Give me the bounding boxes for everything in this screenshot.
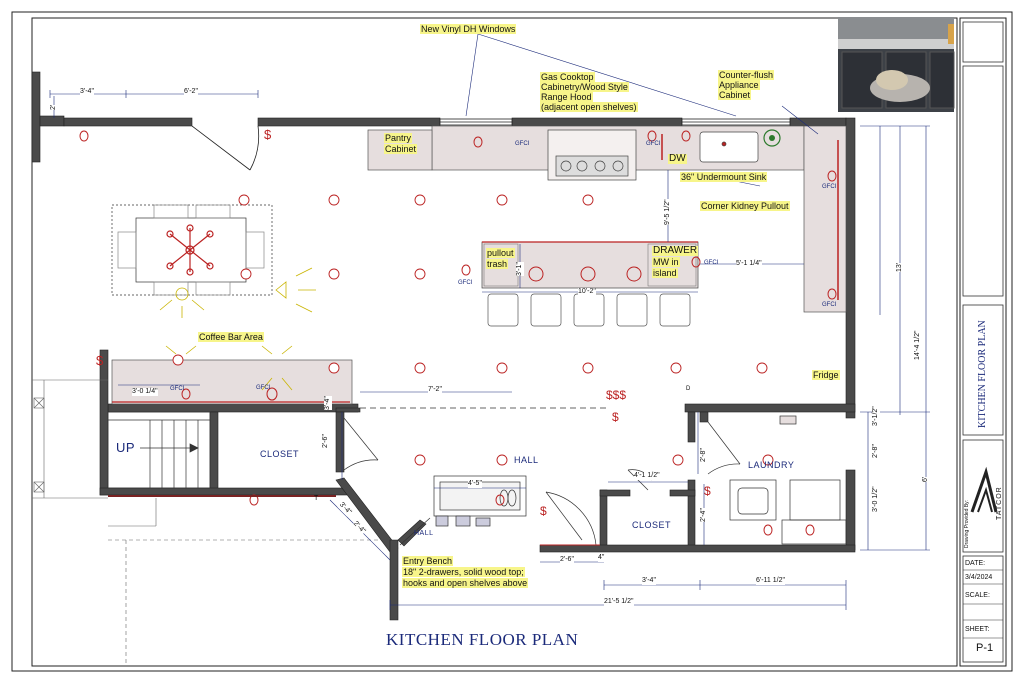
switch-icon-1: $ xyxy=(264,127,272,142)
room-hall: HALL xyxy=(514,455,539,465)
callout-entry-2: 18" 2-drawers, solid wood top; xyxy=(402,567,525,577)
callout-appliance-1: Counter-flush xyxy=(718,70,775,80)
dim-7-2: 7'-2" xyxy=(428,386,442,394)
gfci-label-2: GFCI xyxy=(646,141,661,147)
switch-icon-2: $ xyxy=(96,353,104,368)
gfci-label-3: GFCI xyxy=(822,184,837,190)
gfci-label-1: GFCI xyxy=(515,141,530,147)
callout-cooktop-1: Gas Cooktop xyxy=(540,72,595,82)
title-block-frame xyxy=(959,17,1007,667)
title-block-provided-by: Drawing Provided By: xyxy=(964,499,970,548)
gfci-label-8: GFCI xyxy=(256,385,271,391)
dim-2-8-a: 2'-8" xyxy=(872,444,880,458)
switch-icon-5: $ xyxy=(540,504,547,518)
switch-icon-3: $ xyxy=(612,410,619,424)
dim-3-1-2: 3'-1/2" xyxy=(872,406,880,426)
callout-sink: 36" Undermount Sink xyxy=(680,172,768,182)
plan-title: KITCHEN FLOOR PLAN xyxy=(386,630,579,649)
gfci-label-7: GFCI xyxy=(170,386,185,392)
date-label: DATE: xyxy=(965,560,986,567)
triple-switch-icon: $$$ xyxy=(606,388,627,402)
dim-14-4: 14'-4 1/2" xyxy=(914,330,922,360)
date-value: 3/4/2024 xyxy=(965,574,993,581)
callout-entry-3: hooks and open shelves above xyxy=(402,578,529,588)
callout-cooktop-3: Range Hood xyxy=(540,92,593,102)
dim-6: 6' xyxy=(922,476,930,482)
dim-9-5: 9'-5 1/2" xyxy=(664,199,672,225)
callout-cooktop-4: (adjacent open shelves) xyxy=(540,102,638,112)
undermount-sink xyxy=(699,131,759,163)
dim-4-5: 4'-5" xyxy=(468,480,482,488)
door-swings[interactable] xyxy=(343,417,741,546)
windows xyxy=(439,118,791,126)
dim-2-6: 2'-6" xyxy=(322,434,330,448)
stairs xyxy=(107,411,211,489)
callout-appliance-3: Cabinet xyxy=(718,90,752,100)
dim-4: 4" xyxy=(598,554,605,562)
dim-4-1: 4'-1 1/2" xyxy=(634,472,660,480)
stair-up-label: UP xyxy=(116,440,136,455)
title-block-sheet-title: KITCHEN FLOOR PLAN xyxy=(977,320,988,428)
plant-icon xyxy=(763,129,781,147)
dim-3-0-2: 3'-0 1/2" xyxy=(872,486,880,512)
sheet-value: P-1 xyxy=(976,642,994,654)
room-laundry: LAUNDRY xyxy=(748,460,795,470)
callout-pantry-1: Pantry xyxy=(384,133,413,143)
room-hall-small: HALL xyxy=(414,530,434,537)
callout-kidney: Corner Kidney Pullout xyxy=(700,201,790,211)
chandelier-icon xyxy=(166,224,214,276)
dim-3-4-b: 3'-4" xyxy=(642,577,656,585)
switch-icon-4: $ xyxy=(704,484,711,498)
callout-drawer-1: DRAWER xyxy=(652,245,699,256)
callout-drawer-3: island xyxy=(652,268,678,278)
callout-entry-1: Entry Bench xyxy=(402,556,454,566)
laundry-machines xyxy=(729,415,847,545)
dim-13: 13' xyxy=(896,262,904,272)
d-label: D xyxy=(686,386,691,392)
dim-21-5: 21'-5 1/2" xyxy=(604,598,634,606)
gfci-label-4: GFCI xyxy=(822,302,837,308)
callout-fridge: Fridge xyxy=(812,370,840,380)
callout-coffee: Coffee Bar Area xyxy=(198,332,264,342)
room-closet-1: CLOSET xyxy=(260,449,300,459)
scale-label: SCALE: xyxy=(965,592,990,599)
outlets xyxy=(79,130,837,536)
exterior-door[interactable] xyxy=(191,125,259,171)
dim-2-8-c: 2'-8" xyxy=(700,448,708,462)
dim-10-2: 10'-2" xyxy=(578,288,596,296)
dim-3-1: 3'-1" xyxy=(516,262,524,276)
dim-2: 2' xyxy=(50,104,58,110)
t-label: T xyxy=(314,495,319,502)
callout-pullout-2: trash xyxy=(486,259,509,269)
callout-dw: DW xyxy=(668,153,687,164)
dim-2-6-b: 2'-6" xyxy=(560,556,574,564)
dim-3-4-c: 3'-4" xyxy=(324,396,332,410)
dining-table xyxy=(111,204,273,296)
callout-appliance-2: Appliance xyxy=(718,80,760,90)
callout-pantry-2: Cabinet xyxy=(384,144,418,154)
sheet-label: SHEET: xyxy=(965,626,990,633)
dim-2-4-a: 2'-4" xyxy=(700,508,708,522)
reference-photo xyxy=(838,17,955,112)
callout-drawer-2: MW in xyxy=(652,257,680,267)
room-closet-2: CLOSET xyxy=(632,520,672,530)
dim-3-4: 3'-4" xyxy=(80,88,94,96)
title-block-company: TATCOR xyxy=(996,486,1003,520)
wall-sconces xyxy=(159,267,316,391)
dim-6-11: 6'-11 1/2" xyxy=(756,577,785,585)
walls xyxy=(31,71,856,621)
dim-6-2: 6'-2" xyxy=(184,88,198,96)
dim-3-0-1: 3'-0 1/4" xyxy=(132,388,158,396)
callout-cooktop-2: Cabinetry/Wood Style xyxy=(540,82,629,92)
gfci-label-5: GFCI xyxy=(458,280,473,286)
callout-pullout-1: pullout xyxy=(486,248,515,258)
gfci-label-6: GFCI xyxy=(704,260,719,266)
recessed-lights xyxy=(172,194,774,466)
gas-cooktop xyxy=(547,129,637,181)
callout-windows: New Vinyl DH Windows xyxy=(420,24,517,34)
dim-5-1: 5'-1 1/4" xyxy=(736,260,762,268)
deck xyxy=(32,379,380,666)
tatcor-logo-icon xyxy=(970,466,998,513)
